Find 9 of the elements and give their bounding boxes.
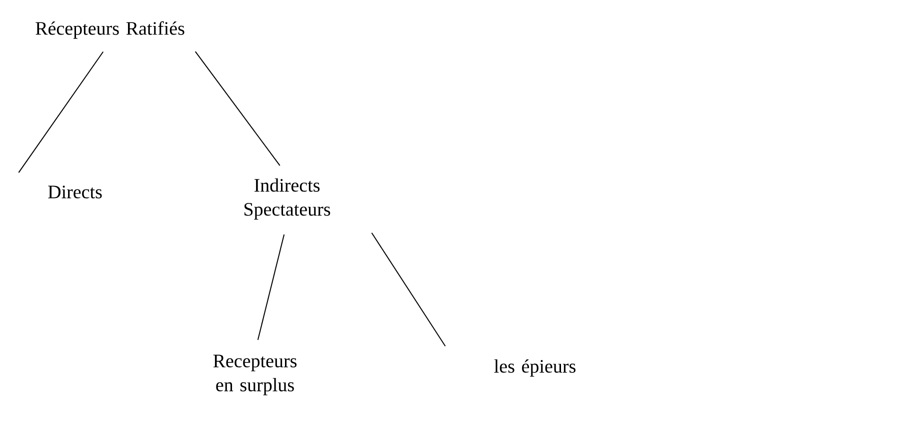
tree-label: Récepteurs Ratifiés <box>36 21 184 39</box>
tree-label: Indirects Spectateurs <box>244 178 330 220</box>
connector-line <box>371 232 446 347</box>
tree-label: Directs <box>48 186 102 198</box>
tree-label: Recepteurs en surplus <box>213 354 297 396</box>
connector-line <box>18 51 104 174</box>
tree-label: les épieurs <box>494 359 576 377</box>
connector-line <box>257 234 285 340</box>
connector-line <box>194 51 280 166</box>
